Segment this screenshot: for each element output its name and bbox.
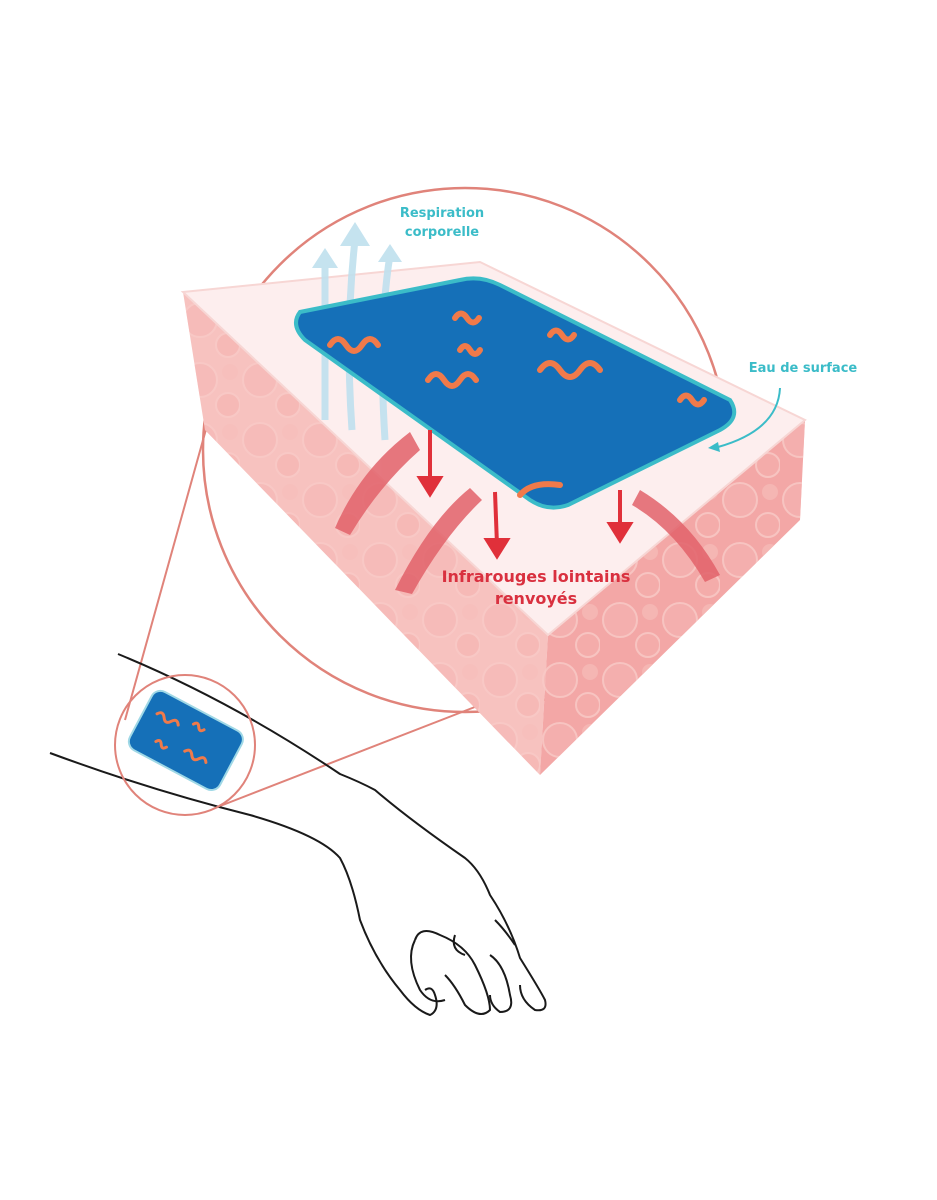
infrared-label-line1: Infrarouges lointains [442,567,631,586]
surface-water-label: Eau de surface [749,361,858,376]
patch-small [127,689,244,792]
infrared-arrows-icon [416,430,634,560]
respiration-label-line1: Respiration [400,206,484,221]
arm-outline [49,653,547,1016]
infrared-label-line2: renvoyés [495,589,577,608]
zoom-connector-bottom [214,704,481,809]
patch-large [294,276,737,510]
zoom-source-circle [114,674,256,816]
respiration-label-line2: corporelle [405,225,479,240]
surface-water-arrow-icon [717,387,781,448]
infrared-bands [335,432,720,594]
zoom-connector-top [124,414,211,721]
